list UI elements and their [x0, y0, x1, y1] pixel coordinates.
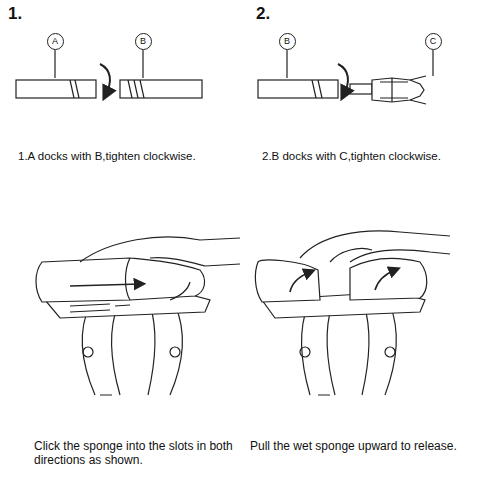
instruction-text: Click the sponge into the slots in both …: [34, 440, 234, 468]
callout-letter: C: [430, 37, 437, 46]
callout-letter: B: [284, 37, 290, 46]
callout-circle: A: [47, 33, 64, 50]
step-number: 1.: [8, 4, 38, 24]
callout-letter: B: [140, 37, 146, 46]
callout-circle: B: [279, 33, 296, 50]
callout-letter: A: [52, 37, 58, 46]
callout-circle: B: [135, 33, 152, 50]
instruction-text: 1.A docks with B,tighten clockwise.: [18, 150, 248, 163]
instruction-text: 2.B docks with C,tighten clockwise.: [262, 150, 492, 163]
instruction-text: Pull the wet sponge upward to release.: [250, 440, 490, 454]
step-number: 2.: [256, 4, 286, 24]
callout-circle: C: [425, 33, 442, 50]
